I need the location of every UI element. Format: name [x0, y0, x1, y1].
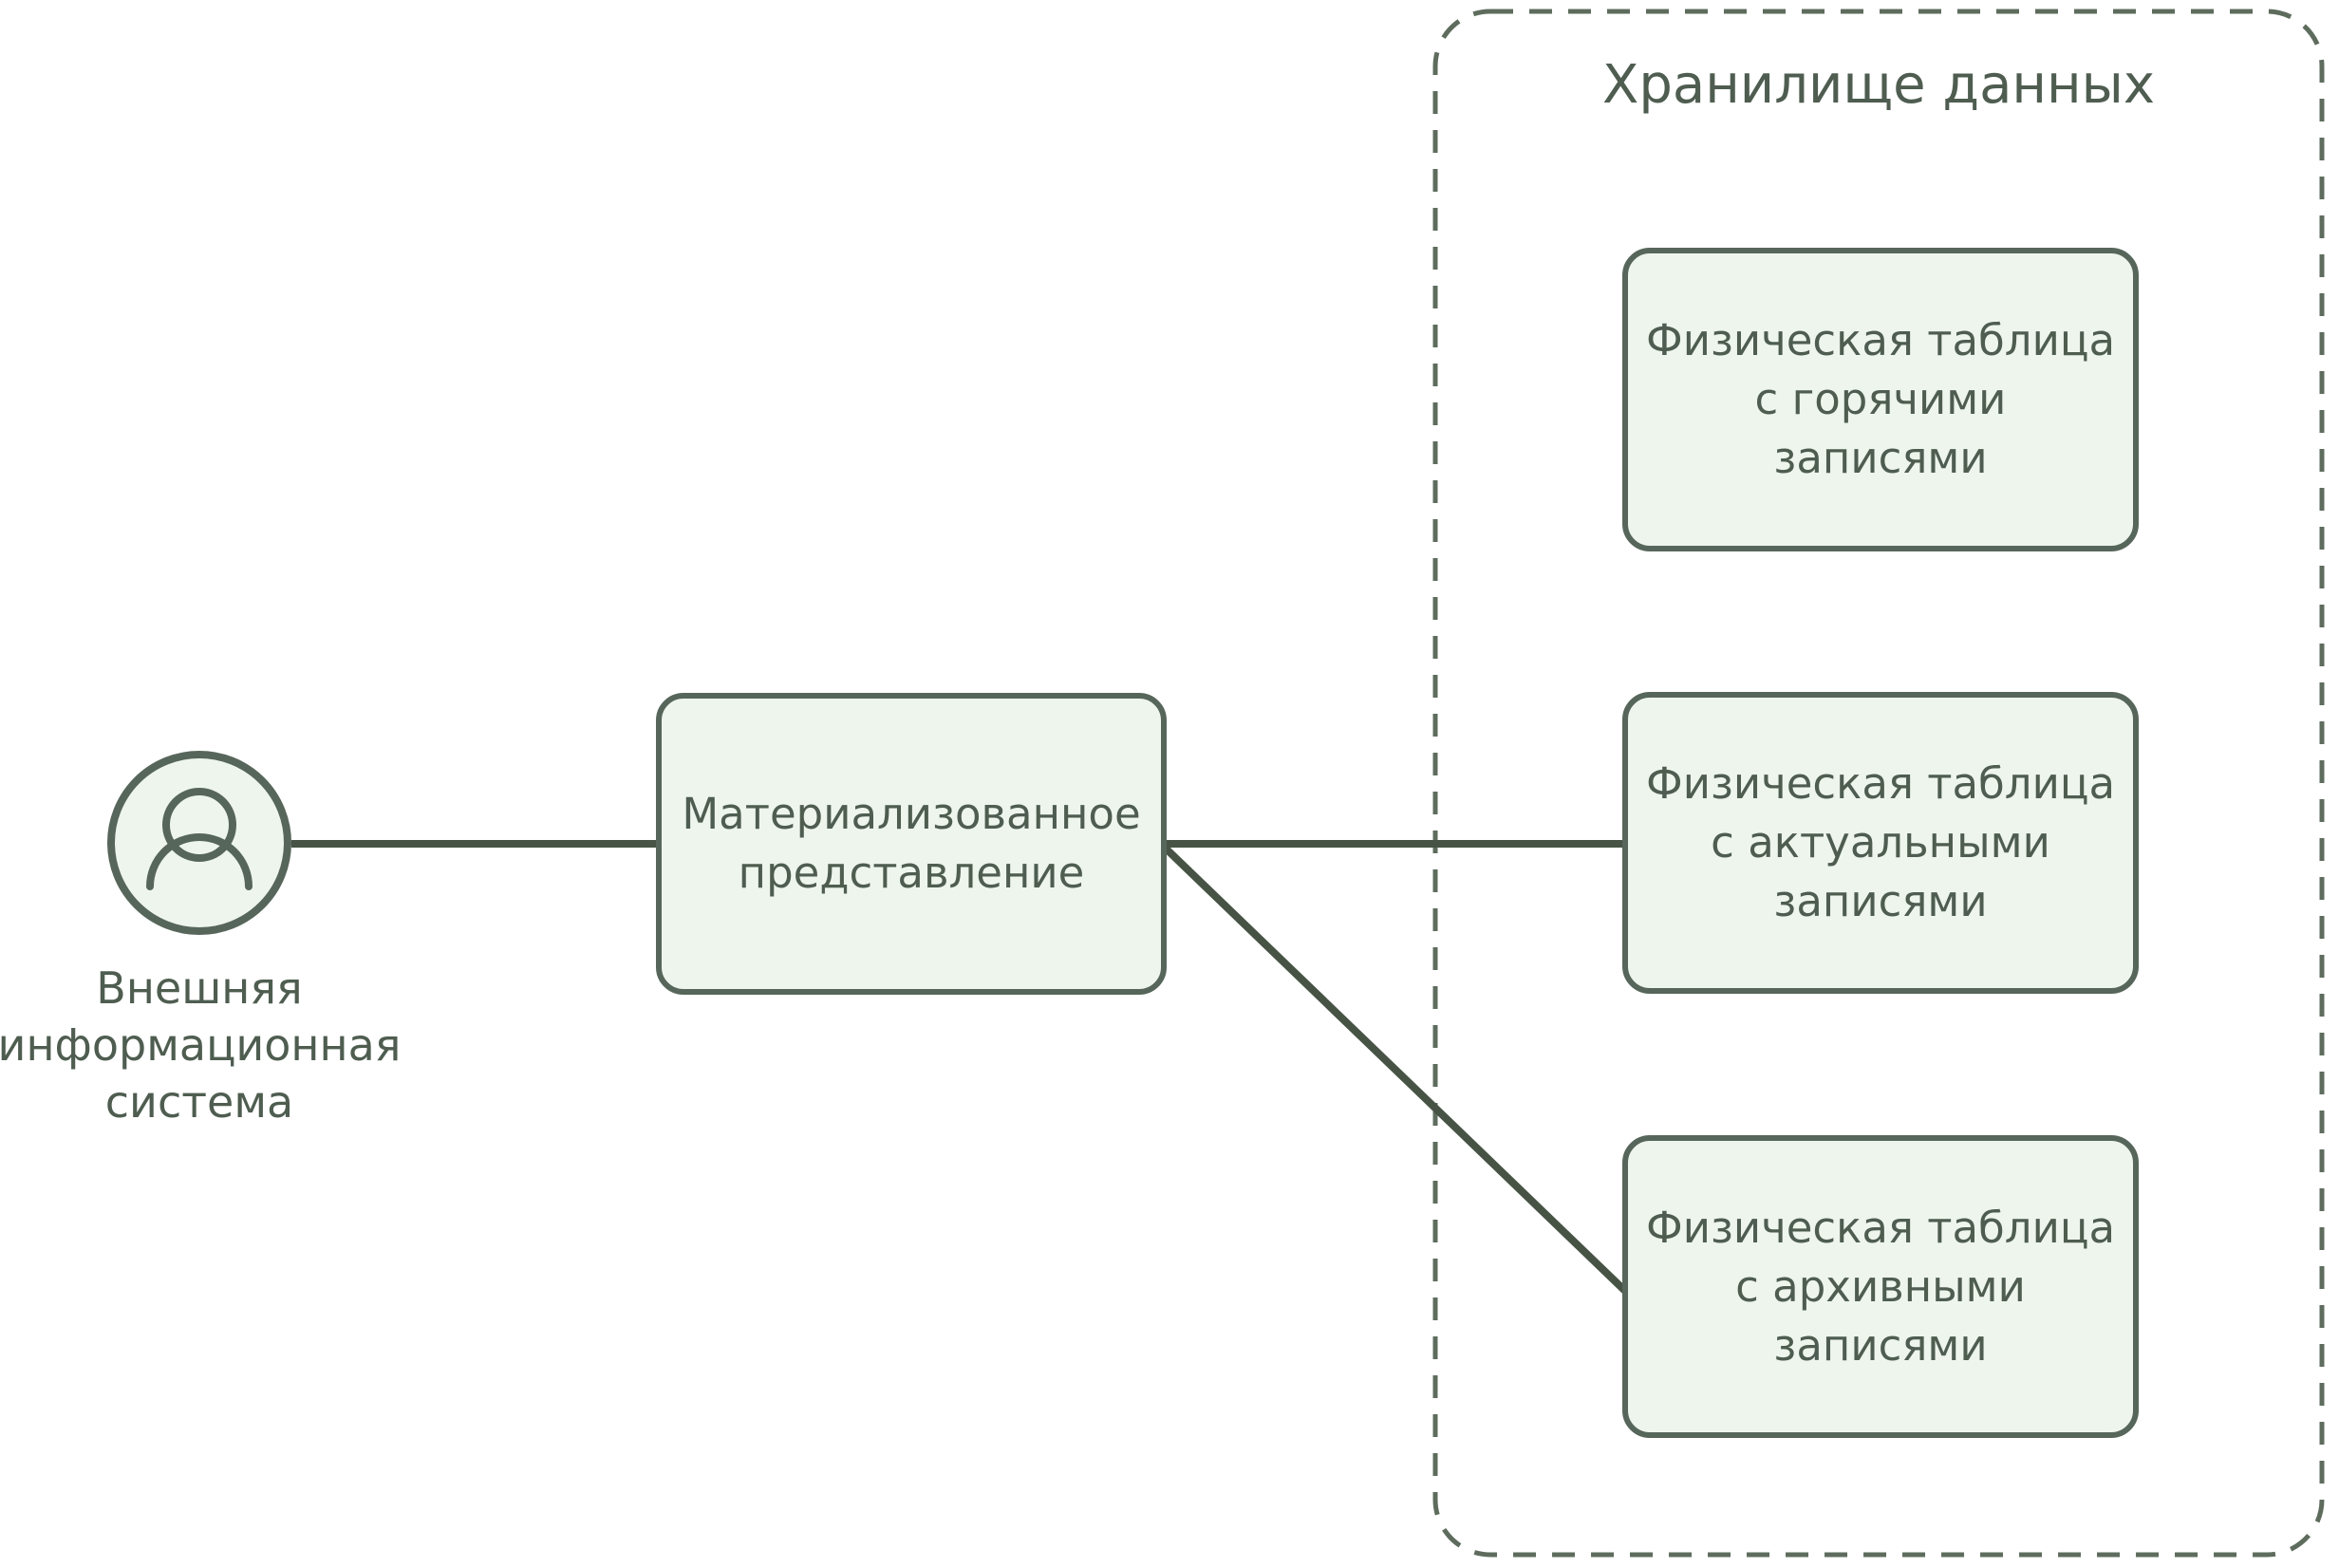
user-icon-shoulders — [146, 833, 253, 890]
physical-table-actual-label: Физическая таблица с актуальными записям… — [1645, 758, 2116, 926]
external-system-actor-label: Внешняя информационная система — [0, 962, 402, 1128]
user-icon — [107, 751, 291, 935]
connector-materialized-view-to-archive-table — [1159, 842, 1630, 1296]
physical-table-hot-label: Физическая таблица с горячими записями — [1645, 315, 2116, 483]
physical-table-archive-label: Физическая таблица с архивными записями — [1645, 1202, 2116, 1371]
user-icon-head — [162, 788, 236, 862]
physical-table-hot-node — [1622, 248, 2139, 551]
data-warehouse-title: Хранилище данных — [1601, 54, 2156, 116]
materialized-view-node — [656, 693, 1167, 995]
physical-table-actual-node — [1622, 692, 2139, 994]
user-icon-circle — [107, 751, 291, 935]
data-warehouse-container — [1432, 9, 2325, 1558]
materialized-view-label: Материализованное представление — [682, 789, 1141, 898]
physical-table-archive-node — [1622, 1135, 2139, 1438]
